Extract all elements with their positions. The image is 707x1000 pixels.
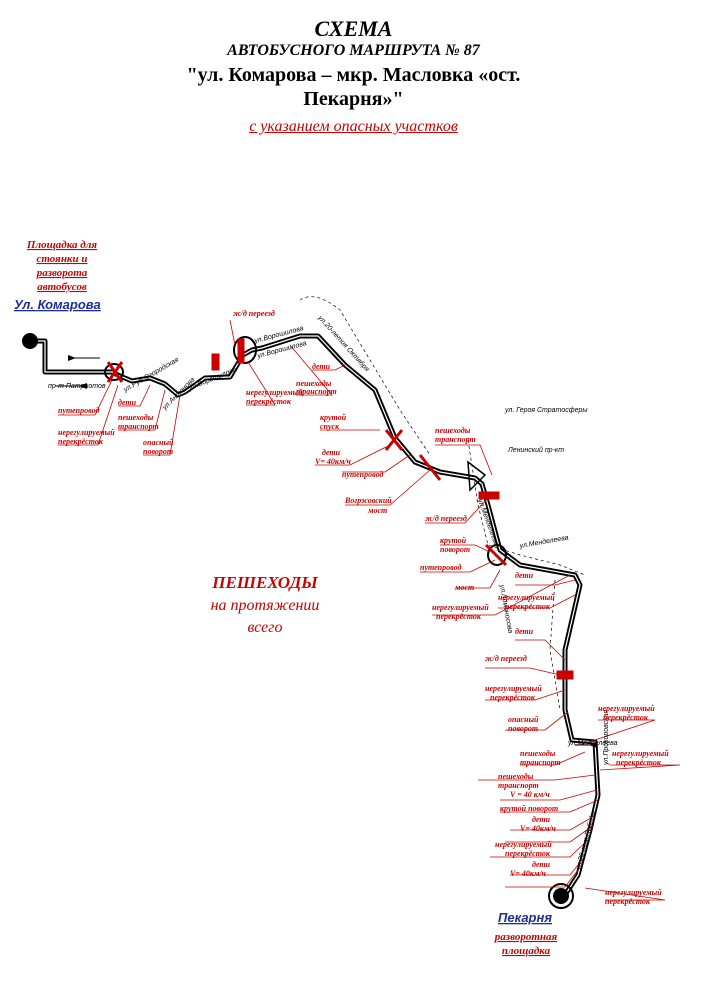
danger-label: перекрёсток	[605, 897, 651, 906]
danger-label: транспорт	[498, 781, 539, 790]
danger-label: ж/д переезд	[233, 309, 275, 318]
danger-label: опасный	[143, 438, 174, 447]
danger-label: нерегулируемый	[498, 593, 555, 602]
route-line-inner	[30, 335, 599, 896]
danger-label: V= 40км/ч	[510, 869, 546, 878]
danger-label: путепровод	[58, 406, 99, 415]
danger-label: транспорт	[435, 435, 476, 444]
start-note-line: стоянки и	[37, 253, 88, 265]
danger-label: дети	[532, 860, 551, 869]
danger-label: V= 40км/ч	[520, 824, 556, 833]
danger-label: транспорт	[296, 387, 337, 396]
danger-label: мост	[367, 506, 387, 515]
roundabouts	[104, 336, 507, 566]
street-label: ул. Героя Стратосферы	[504, 407, 588, 414]
danger-label: крутой	[320, 413, 347, 422]
danger-label: нерегулируемый	[58, 428, 115, 437]
danger-label: поворот	[508, 724, 538, 733]
end-note-line: разворотная	[494, 931, 558, 943]
danger-label: дети	[515, 571, 534, 580]
danger-label: пешеходы	[498, 772, 534, 781]
danger-label: путепровод	[420, 563, 461, 572]
danger-label: нерегулируемый	[598, 704, 655, 713]
direction-arrows	[55, 355, 597, 748]
danger-label: перекрёсток	[246, 397, 292, 406]
danger-label: поворот	[440, 545, 470, 554]
end-stop-name[interactable]: Пекарня	[498, 910, 552, 925]
danger-label: перекрёсток	[603, 713, 649, 722]
danger-label: пешеходы	[118, 413, 154, 422]
danger-label: перекрёсток	[490, 693, 536, 702]
street-label: пр-т Патриотов	[48, 383, 106, 390]
route-name-line1: "ул. Комарова – мкр. Масловка «ост.	[186, 64, 521, 86]
danger-label: нерегулируемый	[495, 840, 552, 849]
street-label: ул.Менделеева	[518, 533, 569, 550]
pedestrians-title: ПЕШЕХОДЫ	[211, 573, 318, 592]
danger-label: нерегулируемый	[605, 888, 662, 897]
danger-label: транспорт	[118, 422, 159, 431]
danger-label: перекрёсток	[58, 437, 104, 446]
danger-label: крутой поворот	[500, 804, 558, 813]
danger-label: крутой	[440, 536, 467, 545]
end-terminus-ring	[548, 883, 574, 909]
start-terminus[interactable]	[22, 333, 38, 349]
danger-label: путепровод	[342, 470, 383, 479]
leader-lines	[58, 319, 681, 901]
pedestrians-line: на протяжении	[211, 597, 320, 614]
danger-label: дети	[515, 627, 534, 636]
danger-label: дети	[118, 398, 137, 407]
map-title: СХЕМА	[314, 16, 393, 41]
street-label: Ленинский пр-кт	[507, 446, 564, 454]
danger-label: нерегулируемый	[432, 603, 489, 612]
danger-label: нерегулируемый	[485, 684, 542, 693]
danger-label: транспорт	[520, 758, 561, 767]
danger-marks	[106, 338, 574, 680]
danger-label: перекрёсток	[616, 758, 662, 767]
danger-label: V = 40 км/ч	[510, 790, 550, 799]
start-stop-name[interactable]: Ул. Комарова	[14, 297, 101, 312]
end-note-line: площадка	[502, 945, 551, 957]
street-label: ул.Антонова	[161, 376, 197, 412]
street-label: ул.Прохоровская	[603, 710, 610, 766]
route-name-line2: Пекарня»"	[303, 88, 404, 110]
start-note-line: автобусов	[37, 281, 87, 293]
start-stop-note: Площадка для стоянки и разворота автобус…	[26, 239, 97, 293]
street-label: ул.20-лет.Победы	[574, 809, 598, 871]
danger-label: мост	[454, 583, 474, 592]
danger-label: перекрёсток	[436, 612, 482, 621]
danger-label: перекрёсток	[505, 849, 551, 858]
start-note-line: разворота	[36, 267, 88, 279]
end-terminus[interactable]	[553, 888, 569, 904]
danger-label: пешеходы	[520, 749, 556, 758]
danger-label: V= 40км/ч	[315, 457, 351, 466]
danger-label: ж/д переезд	[425, 514, 467, 523]
danger-label: пешеходы	[296, 379, 332, 388]
danger-label: спуск	[320, 422, 340, 431]
street-label: ул.Менделеева	[567, 739, 618, 747]
danger-label: Вогрэсовский	[344, 496, 392, 505]
danger-label: нерегулируемый	[246, 388, 303, 397]
danger-label: дети	[312, 362, 331, 371]
danger-note: с указанием опасных участков	[249, 118, 458, 135]
danger-label: ж/д переезд	[485, 654, 527, 663]
map-subtitle: АВТОБУСНОГО МАРШРУТА № 87	[227, 42, 480, 59]
pedestrians-line: всего	[248, 619, 283, 636]
start-note-line: Площадка для	[26, 239, 97, 251]
danger-label: пешеходы	[435, 426, 471, 435]
danger-label: дети	[532, 815, 551, 824]
danger-label: опасный	[508, 715, 539, 724]
danger-label: поворот	[143, 447, 173, 456]
dashed-lines	[299, 296, 586, 711]
danger-label: нерегулируемый	[612, 749, 669, 758]
danger-label: дети	[322, 448, 341, 457]
danger-label: перекрёсток	[505, 602, 551, 611]
